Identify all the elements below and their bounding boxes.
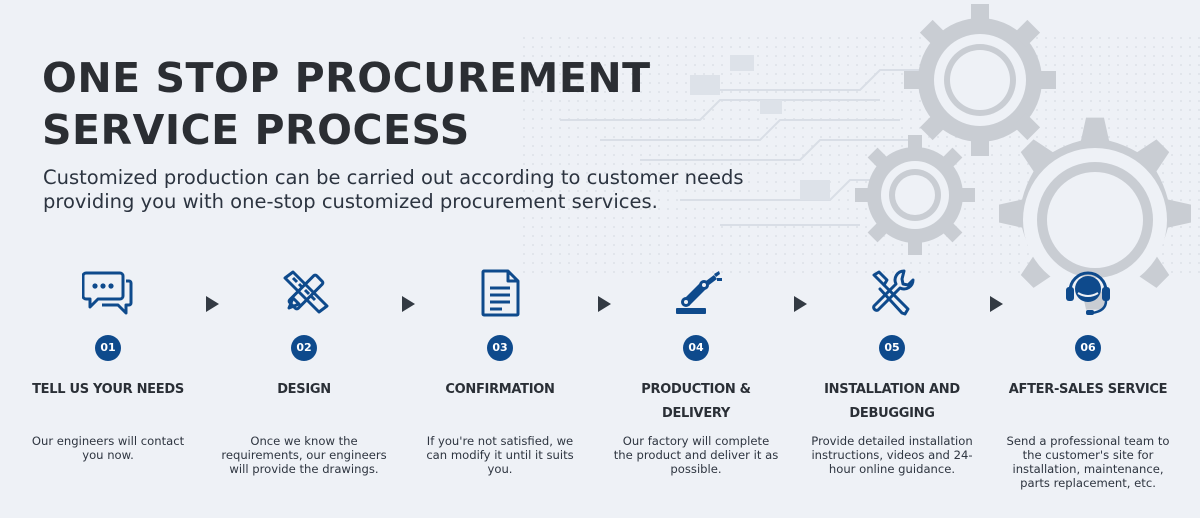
- step-title: CONFIRMATION: [412, 378, 588, 428]
- step-title: AFTER-SALES SERVICE: [1000, 378, 1176, 428]
- title-line-2: SERVICE PROCESS: [42, 104, 651, 156]
- step-6: 06 AFTER-SALES SERVICE Send a profession…: [1000, 262, 1176, 490]
- step-description: Our factory will complete the product an…: [613, 434, 779, 476]
- step-title: DESIGN: [216, 378, 392, 428]
- step-4: 04 PRODUCTION & DELIVERY Our factory wil…: [608, 262, 784, 476]
- step-description: Provide detailed installation instructio…: [809, 434, 975, 476]
- step-description: If you're not satisfied, we can modify i…: [417, 434, 583, 476]
- headset-support-icon: [1064, 267, 1112, 319]
- step-number: 04: [683, 335, 709, 361]
- step-description: Send a professional team to the customer…: [1005, 434, 1171, 490]
- step-number: 02: [291, 335, 317, 361]
- step-5: 05 INSTALLATION AND DEBUGGING Provide de…: [804, 262, 980, 476]
- page-title: ONE STOP PROCUREMENT SERVICE PROCESS: [42, 52, 651, 156]
- robot-arm-icon: [670, 268, 722, 318]
- title-line-1: ONE STOP PROCUREMENT: [42, 52, 651, 104]
- step-number: 05: [879, 335, 905, 361]
- subtitle-line-1: Customized production can be carried out…: [43, 166, 744, 190]
- step-description: Once we know the requirements, our engin…: [221, 434, 387, 476]
- step-title: TELL US YOUR NEEDS: [20, 378, 196, 428]
- step-title: INSTALLATION AND DEBUGGING: [804, 378, 980, 428]
- step-1: 01 TELL US YOUR NEEDS Our engineers will…: [20, 262, 196, 462]
- subtitle-line-2: providing you with one-stop customized p…: [43, 190, 744, 214]
- step-title: PRODUCTION & DELIVERY: [608, 378, 784, 428]
- step-description: Our engineers will contact you now.: [25, 434, 191, 462]
- step-number: 01: [95, 335, 121, 361]
- design-tools-icon: [279, 268, 329, 318]
- document-icon: [478, 268, 522, 318]
- step-number: 06: [1075, 335, 1101, 361]
- step-number: 03: [487, 335, 513, 361]
- process-steps: 01 TELL US YOUR NEEDS Our engineers will…: [0, 262, 1200, 518]
- page-subtitle: Customized production can be carried out…: [43, 166, 744, 214]
- step-2: 02 DESIGN Once we know the requirements,…: [216, 262, 392, 476]
- chat-bubbles-icon: [82, 267, 134, 319]
- step-3: 03 CONFIRMATION If you're not satisfied,…: [412, 262, 588, 476]
- wrench-screwdriver-icon: [866, 267, 918, 319]
